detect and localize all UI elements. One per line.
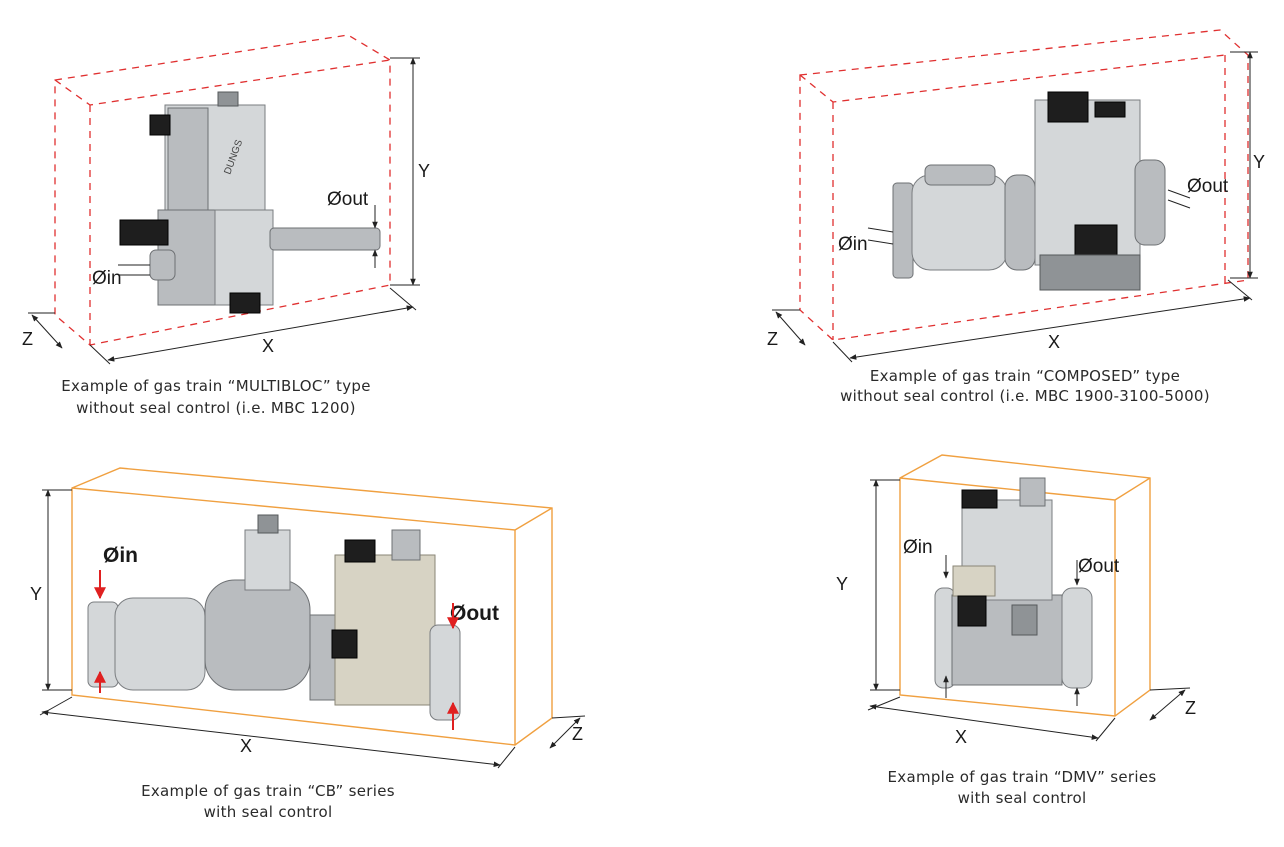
bounding-box-dashed: [54, 34, 391, 346]
y-label: Y: [30, 584, 42, 604]
y-label: Y: [418, 161, 430, 181]
z-label: Z: [572, 724, 583, 744]
caption-line2: with seal control: [958, 789, 1087, 807]
caption-line1: Example of gas train “CB” series: [141, 782, 395, 800]
y-label: Y: [836, 574, 848, 594]
dmv-valve-image: [934, 477, 1093, 689]
x-label: X: [955, 727, 967, 747]
z-label: Z: [767, 329, 778, 349]
x-label: X: [1048, 332, 1060, 352]
inlet-label: Øin: [838, 234, 868, 255]
caption-line2: without seal control (i.e. MBC 1200): [76, 399, 356, 417]
z-label: Z: [22, 329, 33, 349]
x-dimension-line: [41, 709, 501, 768]
y-label: Y: [1253, 152, 1265, 172]
caption-line2: with seal control: [204, 803, 333, 821]
cb-valve-image: [87, 514, 461, 721]
panel-dmv: Y X Z Øin Øout Example of gas train “DMV…: [836, 454, 1196, 807]
z-dimension-line: [1149, 689, 1186, 721]
caption-line2: without seal control (i.e. MBC 1900-3100…: [840, 387, 1210, 405]
caption-line1: Example of gas train “MULTIBLOC” type: [61, 377, 370, 395]
panel-multibloc: DUNGS Y X Z Øin Øout Example of gas trai…: [22, 34, 430, 417]
multibloc-valve-image: DUNGS: [119, 91, 381, 314]
caption-line1: Example of gas train “COMPOSED” type: [870, 367, 1180, 385]
panel-composed: Y X Z Øin Øout Example of gas train “COM…: [767, 29, 1265, 405]
x-dimension-line: [107, 305, 414, 362]
z-dimension-line: [31, 314, 63, 349]
z-dimension-line: [549, 717, 581, 749]
caption-line1: Example of gas train “DMV” series: [888, 768, 1157, 786]
z-dimension-line: [775, 311, 806, 346]
composed-valve-image: [892, 91, 1166, 291]
inlet-label: Øin: [92, 268, 122, 289]
panel-cb: Y X Z Øin Øout Example of gas train “CB”…: [30, 467, 586, 821]
x-label: X: [240, 736, 252, 756]
inlet-label: Øin: [903, 537, 933, 558]
x-dimension-line: [849, 296, 1251, 360]
x-label: X: [262, 336, 274, 356]
outlet-label: Øout: [1187, 176, 1229, 197]
z-label: Z: [1185, 698, 1196, 718]
x-dimension-line: [869, 704, 1099, 740]
outlet-label: Øout: [450, 602, 499, 625]
inlet-label: Øin: [103, 544, 138, 567]
outlet-label: Øout: [1078, 556, 1120, 577]
outlet-label: Øout: [327, 189, 369, 210]
